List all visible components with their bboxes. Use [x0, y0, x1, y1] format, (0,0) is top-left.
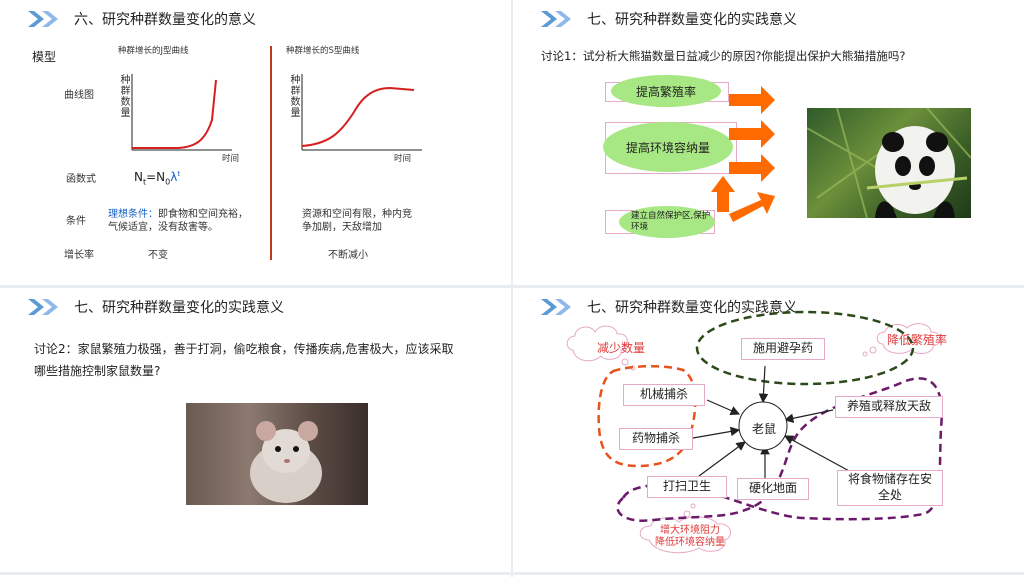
slide-header: 七、研究种群数量变化的实践意义	[26, 296, 284, 318]
node-mouse: 老鼠	[752, 422, 777, 436]
measure-reserve: 建立自然保护区,保护环境	[619, 206, 715, 238]
s-curve-line	[301, 86, 415, 147]
arrow-up	[711, 176, 735, 212]
double-chevron-icon	[539, 297, 577, 317]
j-curve-title: 种群增长的J型曲线	[118, 46, 189, 56]
measure-capacity: 提高环境容纳量	[603, 122, 733, 172]
mouse-node-circle	[738, 401, 788, 451]
row-label-condition: 条件	[66, 216, 86, 227]
row-label-rate: 增长率	[64, 250, 94, 261]
next-slide-edge-right	[513, 575, 1024, 577]
node-harden-ground: 硬化地面	[737, 478, 809, 500]
arrow-right-2	[729, 120, 775, 148]
column-divider	[270, 46, 272, 260]
j-condition: 理想条件：即食物和空间充裕， 气候适宜，没有敌害等。	[108, 209, 248, 233]
cloud-reduce-label: 减少数量	[597, 341, 646, 355]
slide-title: 六、研究种群数量变化的意义	[74, 12, 256, 28]
node-food-storage: 将食物储存在安全处	[837, 470, 943, 506]
arrow-right-4	[729, 192, 775, 222]
slide-mouse-control-diagram[interactable]: 七、研究种群数量变化的实践意义	[513, 288, 1024, 572]
cloud-resistance-shape	[639, 503, 732, 554]
j-formula: Nt=N0λt	[134, 170, 181, 187]
s-curve-chart	[301, 74, 422, 151]
control-diagram	[566, 310, 943, 554]
discussion-question: 讨论2：家鼠繁殖力极强，善于打洞，偷吃粮食，传播疾病,危害极大，应该采取 哪些措…	[34, 342, 454, 378]
model-label: 模型	[32, 50, 57, 64]
dash-loop-reduce	[597, 364, 697, 468]
dash-loop-resistance	[616, 377, 943, 522]
measure-birth-rate: 提高繁殖率	[611, 75, 721, 107]
slide-title: 七、研究种群数量变化的实践意义	[74, 300, 284, 316]
mouse-photo	[186, 403, 368, 505]
arrow-group	[711, 86, 775, 222]
row-label-curve: 曲线图	[64, 90, 94, 101]
cloud-resistance-label: 增大环境阻力 降低环境容纳量	[655, 525, 725, 548]
slide-header: 七、研究种群数量变化的实践意义	[539, 8, 797, 30]
s-curve-title: 种群增长的S型曲线	[286, 46, 360, 56]
slide-mouse-control-question[interactable]: 七、研究种群数量变化的实践意义 讨论2：家鼠繁殖力极强，善于打洞，偷吃粮食，传播…	[0, 288, 511, 572]
arrow-right-1	[729, 86, 775, 114]
s-condition: 资源和空间有限，种内竞 争加剧，天敌增加	[302, 209, 412, 233]
row-label-function: 函数式	[66, 174, 96, 185]
slide-title: 七、研究种群数量变化的实践意义	[587, 300, 797, 316]
s-y-axis-label: 种群数量	[288, 74, 299, 118]
j-curve-line	[132, 79, 217, 149]
slide-header: 六、研究种群数量变化的意义	[26, 8, 256, 30]
node-mechanical-kill: 机械捕杀	[623, 384, 705, 406]
arrow-right-3	[729, 154, 775, 182]
slide-panda-protection[interactable]: 七、研究种群数量变化的实践意义 讨论1：试分析大熊猫数量日益减少的原因?你能提出…	[513, 0, 1024, 285]
node-drug-kill: 药物捕杀	[619, 428, 693, 450]
discussion-question: 讨论1：试分析大熊猫数量日益减少的原因?你能提出保护大熊猫措施吗?	[541, 49, 906, 63]
dash-loop-birth	[695, 310, 915, 386]
next-slide-edge-left	[0, 575, 511, 577]
slide-population-significance[interactable]: 六、研究种群数量变化的意义 模型 种群增长的J型曲线 种群增长的S型曲线 曲线图…	[0, 0, 511, 285]
double-chevron-icon	[26, 9, 64, 29]
double-chevron-icon	[26, 297, 64, 317]
s-x-axis-label: 时间	[394, 154, 412, 164]
node-predator: 养殖或释放天敌	[835, 396, 943, 418]
j-x-axis-label: 时间	[222, 154, 240, 164]
slide-header: 七、研究种群数量变化的实践意义	[539, 296, 797, 318]
slide-title: 七、研究种群数量变化的实践意义	[587, 12, 797, 28]
double-chevron-icon	[539, 9, 577, 29]
j-y-axis-label: 种群数量	[118, 74, 129, 118]
node-clean: 打扫卫生	[647, 476, 727, 498]
j-growth-rate: 不变	[148, 250, 168, 261]
node-contraceptive: 施用避孕药	[741, 338, 825, 360]
s-growth-rate: 不断减小	[328, 250, 368, 261]
panda-photo	[807, 108, 971, 218]
j-curve-chart	[131, 74, 232, 151]
cloud-lower-birth-label: 降低繁殖率	[887, 333, 948, 347]
cloud-reduce-shape	[566, 325, 636, 371]
